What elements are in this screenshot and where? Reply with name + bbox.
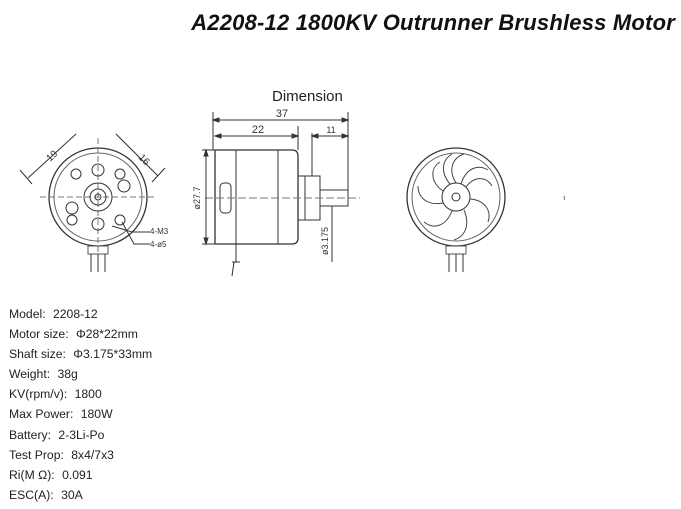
stray-mark [563,195,566,201]
spec-row-resistance: Ri(M Ω): 0.091 [9,467,93,482]
phi5-holes [66,168,126,226]
m3-holes [65,163,131,231]
cooling-fins [417,153,493,241]
dim-label-16: 16 [136,152,152,168]
spec-row-weight: Weight: 38g [9,367,78,382]
spec-row-shaft-size: Shaft size: Φ3.175*33mm [9,347,153,362]
dim-label-11: 11 [326,125,335,135]
spec-row-max-power: Max Power: 180W [9,407,113,422]
spec-row-esc: ESC(A): 30A [9,487,83,502]
front-view [19,133,166,272]
dim-label-shaft-diameter: ø3.175 [320,227,330,255]
dim-label-22: 22 [252,124,264,136]
spec-row-battery: Battery: 2-3Li-Po [9,427,105,442]
side-view [202,112,360,277]
rear-view [406,147,506,272]
spec-row-model: Model: 2208-12 [9,307,98,321]
dim-label-37: 37 [276,108,288,120]
page-title: A2208-12 1800KV Outrunner Brushless Moto… [191,10,675,35]
dimension-heading: Dimension [272,88,343,105]
spec-row-test-prop: Test Prop: 8x4/7x3 [9,447,114,462]
label-4-phi5: 4-ø5 [150,240,167,249]
spec-list: Model: 2208-12 Motor size: Φ28*22mm Shaf… [9,304,152,505]
label-4-m3: 4-M3 [150,227,169,236]
dim-label-diameter: ø27.7 [192,186,202,209]
spec-row-motor-size: Motor size: Φ28*22mm [9,327,138,342]
spec-row-kv: KV(rpm/v): 1800 [9,387,102,402]
